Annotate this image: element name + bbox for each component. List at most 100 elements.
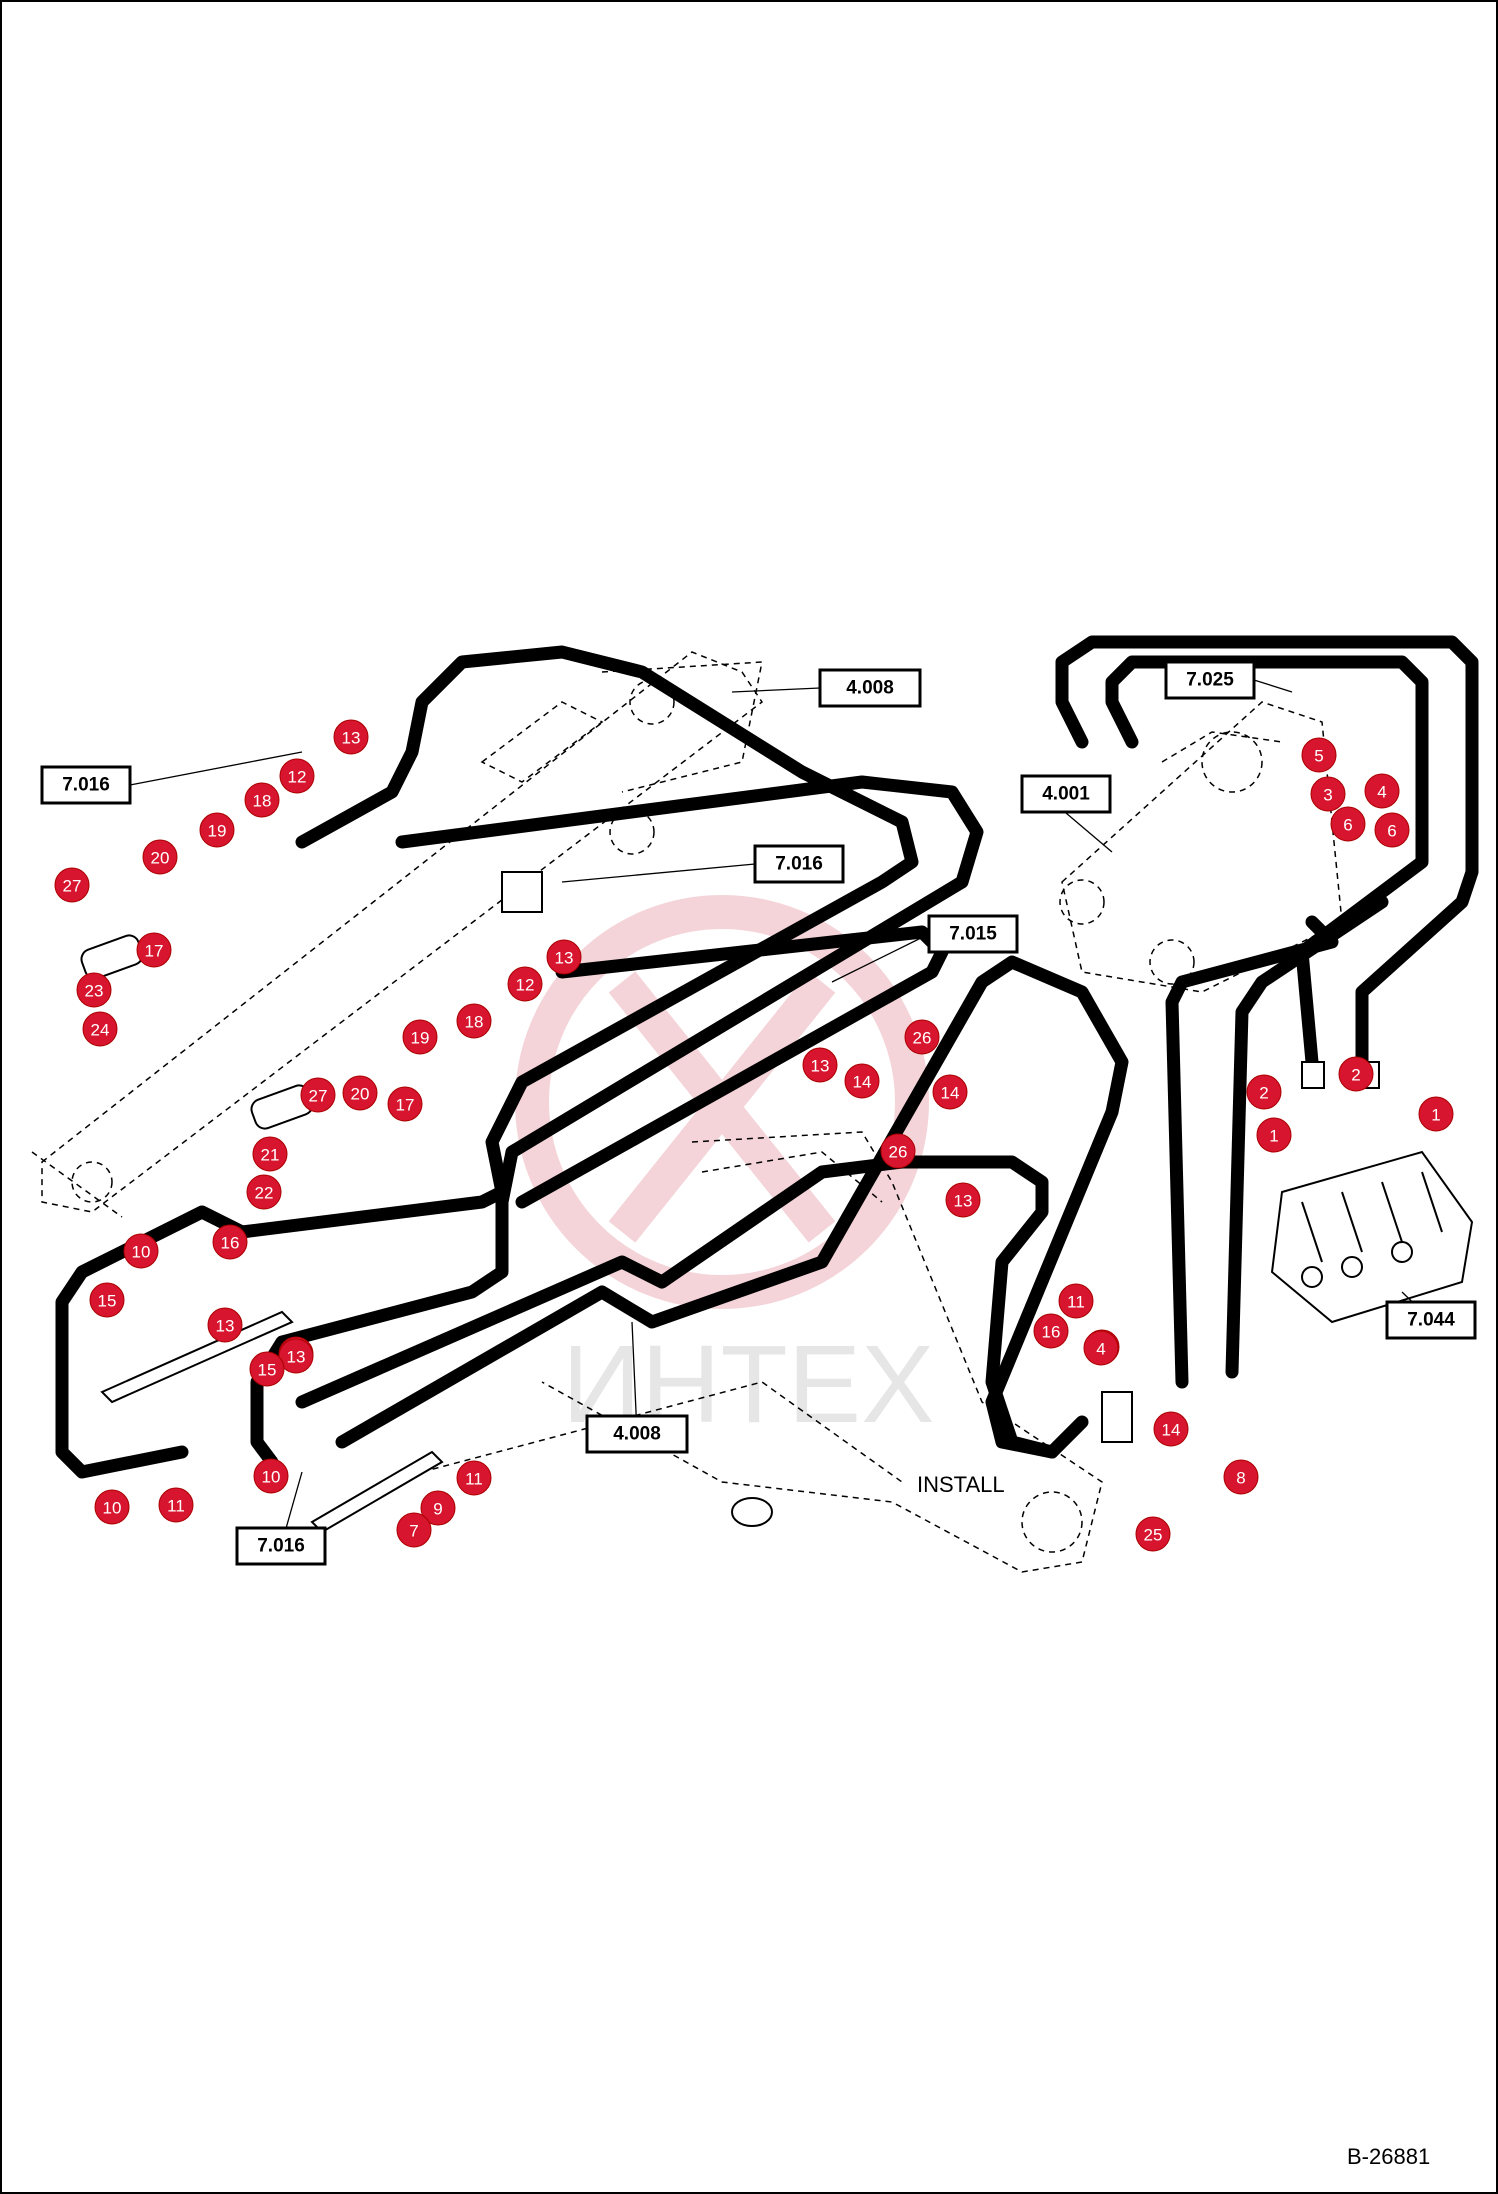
callout-bubble[interactable] [1033,1313,1069,1349]
callout-bubble[interactable] [1310,776,1346,812]
callout-number: 6 [1387,822,1396,841]
callout-bubble[interactable] [212,1224,248,1260]
callout-bubble[interactable] [199,812,235,848]
callout-number: 9 [433,1500,442,1519]
ref-box[interactable] [1020,774,1112,814]
callout-bubble[interactable] [546,939,582,975]
callout-bubble[interactable] [207,1307,243,1343]
callout-number: 13 [811,1057,830,1076]
callout-number: 17 [145,942,164,961]
callout-number: 16 [1042,1323,1061,1342]
callout-bubble[interactable] [1256,1117,1292,1153]
control-valve [1270,1150,1474,1324]
callout-bubble[interactable] [1058,1283,1094,1319]
ref-leader [1253,679,1293,693]
callout-bubble[interactable] [89,1282,125,1318]
callout-bubble[interactable] [1374,812,1410,848]
callout-bubble[interactable] [904,1019,940,1055]
ref-box[interactable] [40,765,132,805]
callout-bubble[interactable] [333,719,369,755]
callout-bubble[interactable] [1301,737,1337,773]
ref-leader [731,687,821,693]
callout-number: 2 [1259,1084,1268,1103]
ref-box[interactable] [585,1414,689,1454]
callout-number: 14 [1162,1421,1181,1440]
ref-box[interactable] [1164,660,1256,700]
ref-leader [129,751,303,786]
callout-bubble[interactable] [158,1487,194,1523]
callout-bubble[interactable] [246,1174,282,1210]
callout-number: 10 [262,1468,281,1487]
ref-label: 7.025 [1186,670,1234,691]
callout-bubble[interactable] [142,839,178,875]
callout-bubble[interactable] [279,758,315,794]
callout-bubble[interactable] [253,1458,289,1494]
callout-bubble[interactable] [880,1133,916,1169]
callout-number: 13 [954,1192,973,1211]
callout-number: 4 [1096,1340,1105,1359]
callout-bubble[interactable] [1418,1096,1454,1132]
callout-bubble[interactable] [402,1019,438,1055]
callout-number: 8 [1236,1469,1245,1488]
callout-number: 10 [103,1499,122,1518]
callout-bubble[interactable] [1083,1330,1119,1366]
callout-number: 25 [1144,1526,1163,1545]
ref-box[interactable] [1385,1300,1477,1340]
callout-number: 18 [465,1013,484,1032]
callout-number: 13 [216,1317,235,1336]
callout-bubble[interactable] [1364,773,1400,809]
callout-number: 6 [1343,816,1352,835]
drawing-number: B-26881 [1347,2144,1430,2169]
callout-bubble[interactable] [1330,806,1366,842]
callout-bubble[interactable] [278,1338,314,1374]
callout-number: 19 [208,822,227,841]
callout-number: 22 [255,1184,274,1203]
callout-number: 10 [132,1243,151,1262]
callout-bubble[interactable] [456,1460,492,1496]
callout-number: 15 [258,1361,277,1380]
callout-bubble[interactable] [802,1047,838,1083]
callout-number: 12 [516,976,535,995]
callout-bubble[interactable] [1338,1056,1374,1092]
ref-box[interactable] [927,914,1019,954]
callout-bubble[interactable] [1135,1516,1171,1552]
callout-bubble[interactable] [123,1233,159,1269]
callout-number: 11 [465,1470,483,1489]
callout-bubble[interactable] [342,1075,378,1111]
callout-number: 24 [91,1021,110,1040]
ref-box[interactable] [818,668,922,708]
callout-bubble[interactable] [396,1512,432,1548]
callout-bubble[interactable] [1223,1459,1259,1495]
install-note: INSTALL [917,1472,1005,1497]
callout-number: 11 [1067,1293,1085,1312]
callout-bubble[interactable] [1246,1074,1282,1110]
callout-bubble[interactable] [507,966,543,1002]
callout-bubble[interactable] [244,782,280,818]
callout-bubble[interactable] [932,1074,968,1110]
callout-bubble[interactable] [76,972,112,1008]
callout-bubble[interactable] [456,1003,492,1039]
ref-box[interactable] [753,844,845,884]
callout-bubble[interactable] [94,1489,130,1525]
callout-number: 13 [555,949,574,968]
callout-bubble[interactable] [420,1490,456,1526]
callout-number: 14 [941,1084,960,1103]
callout-bubble[interactable] [136,932,172,968]
callout-number: 21 [261,1146,280,1165]
callout-bubble[interactable] [54,867,90,903]
callout-bubble[interactable] [252,1136,288,1172]
callout-number: 13 [342,729,361,748]
callout-bubble[interactable] [82,1011,118,1047]
callout-bubble[interactable] [844,1063,880,1099]
callout-bubble[interactable] [387,1086,423,1122]
callout-number: 1 [1269,1127,1278,1146]
ref-box[interactable] [235,1526,327,1566]
callout-bubble[interactable] [945,1182,981,1218]
callout-bubble[interactable] [1153,1411,1189,1447]
callout-bubble[interactable] [249,1351,285,1387]
callout-number: 26 [889,1143,908,1162]
callout-bubble[interactable] [300,1077,336,1113]
